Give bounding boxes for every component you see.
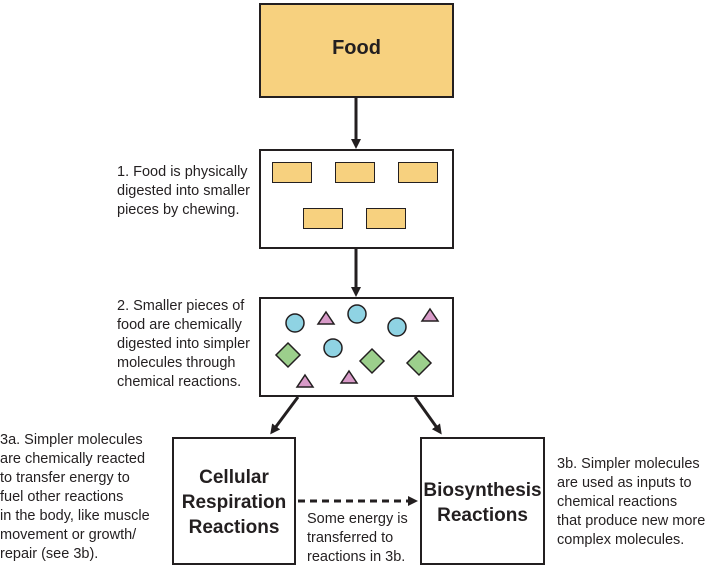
simple-molecules-box [259, 297, 454, 397]
step-2-caption: 2. Smaller pieces of food are chemically… [117, 298, 250, 390]
biosynthesis-box: Biosynthesis Reactions [420, 437, 545, 565]
step-3a-caption: 3a. Simpler molecules are chemically rea… [0, 432, 150, 562]
arrow-chem-to-biosynthesis [413, 396, 442, 435]
step-3b-caption: 3b. Simpler molecules are used as inputs… [557, 456, 706, 548]
food-piece [303, 208, 343, 229]
cellular-respiration-box: Cellular Respiration Reactions [172, 437, 296, 565]
food-piece [272, 162, 312, 183]
biosynthesis-label: Biosynthesis Reactions [423, 480, 542, 526]
food-piece [398, 162, 438, 183]
food-box: Food [259, 3, 454, 98]
energy-transfer-caption: Some energy is transferred to reactions … [307, 511, 408, 565]
arrow-chem-to-respiration [270, 396, 300, 435]
food-piece [335, 162, 375, 183]
food-piece [366, 208, 406, 229]
food-label: Food [332, 37, 381, 59]
step-1-caption: 1. Food is physically digested into smal… [117, 164, 250, 218]
cellular-respiration-label: Cellular Respiration Reactions [181, 467, 287, 538]
chewed-pieces-box [259, 149, 454, 249]
